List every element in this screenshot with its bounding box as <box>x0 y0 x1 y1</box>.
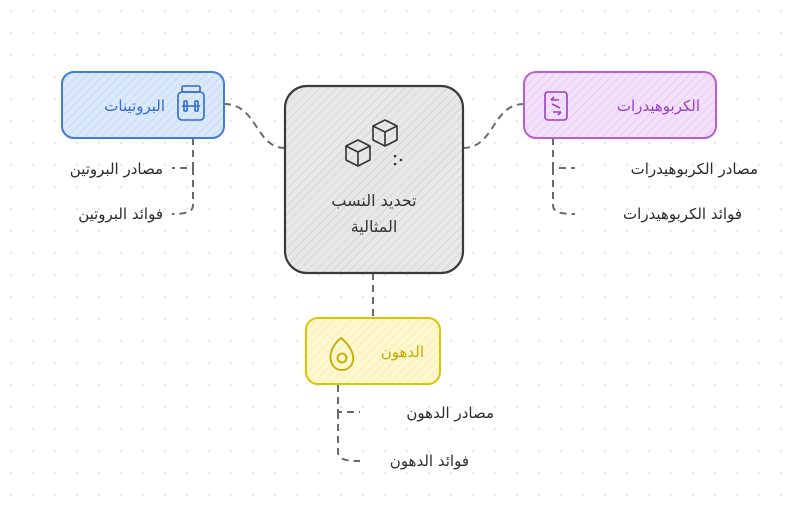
fats-node[interactable]: الدهون <box>305 317 441 385</box>
connectors <box>171 103 576 462</box>
proteins-label: البروتينات <box>104 97 165 115</box>
carbs-label: الكربوهيدرات <box>617 97 700 115</box>
connector-proteins-sources <box>172 138 194 169</box>
fats-label: الدهون <box>381 343 424 361</box>
proteins-sources: مصادر البروتين <box>70 160 163 178</box>
center-title-line2: المثالية <box>351 217 398 236</box>
connector-proteins-benefits <box>171 168 194 215</box>
connector-center-proteins <box>223 103 286 149</box>
center-node[interactable]: تحديد النسب المثالية <box>283 84 465 275</box>
connector-carbs-sources <box>552 138 575 169</box>
connector-fats-sources <box>337 385 360 413</box>
center-title: تحديد النسب <box>331 191 416 210</box>
carbs-benefits: فوائد الكربوهيدرات <box>623 205 742 223</box>
cubes-icon <box>345 119 403 167</box>
avocado-icon <box>329 336 355 371</box>
proteins-benefits: فوائد البروتين <box>78 205 163 223</box>
proteins-node[interactable]: البروتينات <box>61 71 225 139</box>
carbs-sources: مصادر الكربوهيدرات <box>631 160 758 178</box>
carbs-node[interactable]: الكربوهيدرات <box>523 71 717 139</box>
connector-carbs-benefits <box>552 168 576 215</box>
connector-fats-benefits <box>337 412 361 462</box>
protein-jar-icon <box>177 85 205 121</box>
refresh-bottle-icon <box>544 91 568 121</box>
fats-benefits: فوائد الدهون <box>390 452 469 470</box>
fats-sources: مصادر الدهون <box>406 404 494 422</box>
connector-center-carbs <box>462 103 525 149</box>
